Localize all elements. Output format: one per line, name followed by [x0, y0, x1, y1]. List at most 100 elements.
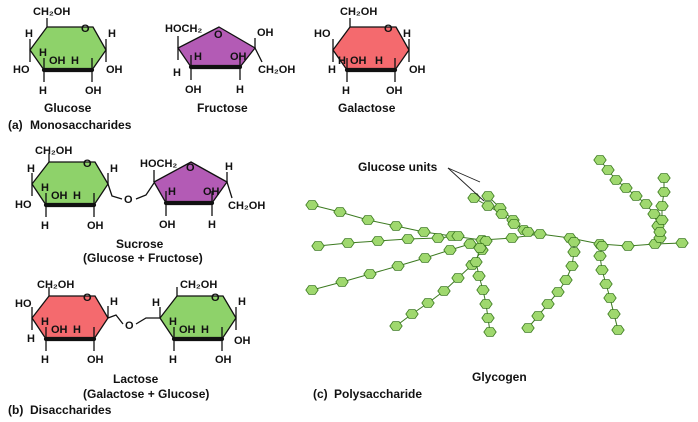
fructose-oh-label: OH — [185, 84, 202, 96]
glucose-unit-hexagon — [541, 299, 555, 309]
glucose-unit-hexagon — [421, 298, 435, 308]
glucose-unit-hexagon — [481, 201, 495, 211]
glucose-oh-label: OH — [49, 55, 66, 67]
glucose-unit-hexagon — [451, 231, 465, 241]
glucose-unit-hexagon — [311, 241, 325, 251]
glucose-unit-hexagon — [621, 241, 635, 251]
fructose-h-label: H — [173, 67, 181, 79]
lactose-molecule: CH₂OH O HO H H OH H H OH H O CH₂OH O H H… — [15, 279, 251, 401]
glucose-unit-hexagon — [655, 215, 669, 225]
lactose-h-label: H — [41, 354, 49, 366]
glucose-unit-hexagon — [595, 241, 609, 251]
lactose-ring-oxygen: O — [83, 292, 92, 304]
sucrose-h-label: H — [110, 163, 118, 175]
glucose-unit-hexagon — [521, 323, 535, 333]
galactose-h-label: H — [328, 64, 336, 76]
galactose-h-label: H — [375, 55, 383, 67]
lactose-ho-label: HO — [15, 298, 32, 310]
glucose-unit-hexagon — [655, 201, 669, 211]
glucose-unit-hexagon — [443, 245, 457, 255]
fructose-oh-label: OH — [257, 27, 274, 39]
glucose-unit-hexagon — [609, 175, 623, 185]
sucrose-oh-label: OH — [51, 190, 68, 202]
fructose-oh-label: OH — [230, 51, 247, 63]
lactose-ch2oh-label: CH₂OH — [180, 279, 217, 291]
glucose-unit-hexagon — [391, 261, 405, 271]
glucose-unit-hexagon — [437, 286, 451, 296]
glucose-h-label: H — [39, 85, 47, 97]
galactose-oh-label: OH — [350, 55, 367, 67]
glucose-unit-hexagon — [481, 191, 495, 201]
fructose-ch2oh-label: CH₂OH — [258, 64, 295, 76]
glucose-h-label: H — [39, 47, 47, 59]
glucose-h-label: H — [108, 28, 116, 40]
glucose-unit-hexagon — [418, 253, 432, 263]
galactose-name: Galactose — [338, 101, 396, 115]
glucose-unit-hexagon — [505, 233, 519, 243]
glucose-unit-hexagon — [467, 193, 481, 203]
glucose-unit-hexagon — [603, 293, 617, 303]
section-a-letter: (a) — [8, 118, 23, 132]
glycogen-name: Glycogen — [472, 370, 527, 384]
fructose-name: Fructose — [197, 101, 248, 115]
glucose-units-callout: Glucose units — [358, 160, 485, 202]
lactose-composition: (Galactose + Glucose) — [83, 387, 209, 401]
glucose-unit-hexagon — [305, 200, 319, 210]
sucrose-h-label: H — [208, 219, 216, 231]
glucose-unit-hexagon — [473, 243, 487, 253]
glucose-unit-hexagon — [341, 238, 355, 248]
sucrose-h-label: H — [41, 182, 49, 194]
galactose-oh-label: OH — [386, 85, 403, 97]
glucose-units-label: Glucose units — [358, 160, 438, 174]
lactose-h-label: H — [152, 297, 160, 309]
lactose-h-label: H — [27, 333, 35, 345]
glucose-unit-hexagon — [639, 199, 653, 209]
galactose-h-label: H — [403, 28, 411, 40]
glucose-unit-hexagon — [481, 313, 495, 323]
sucrose-ring-oxygen: O — [83, 158, 92, 170]
glucose-oh-label: OH — [106, 64, 123, 76]
section-b-letter: (b) — [8, 403, 23, 417]
glucose-unit-hexagon — [595, 265, 609, 275]
glucose-unit-hexagon — [593, 251, 607, 261]
glucose-unit-hexagon — [629, 191, 643, 201]
glucose-unit-hexagon — [479, 299, 493, 309]
glucose-unit-hexagon — [476, 285, 490, 295]
section-a-label: Monosaccharides — [30, 118, 132, 132]
glucose-unit-hexagon — [675, 238, 689, 248]
lactose-h-label: H — [169, 316, 177, 328]
galactose-ring-oxygen: O — [384, 23, 393, 35]
lactose-name: Lactose — [113, 372, 159, 386]
fructose-molecule: HOCH₂ O H H OH OH H OH CH₂OH Fructose — [165, 23, 295, 115]
glucose-unit-hexagon — [599, 279, 613, 289]
glucose-unit-hexagon — [657, 173, 671, 183]
glucose-oh-label: OH — [85, 85, 102, 97]
sucrose-oh-label: OH — [87, 220, 104, 232]
sucrose-h-label: H — [225, 161, 233, 173]
lactose-link-oxygen: O — [125, 320, 134, 332]
glucose-ho-label: HO — [13, 64, 30, 76]
sucrose-h-label: H — [73, 190, 81, 202]
lactose-oh-label: OH — [234, 335, 251, 347]
sucrose-composition: (Glucose + Fructose) — [83, 251, 203, 265]
galactose-h-label: H — [338, 55, 346, 67]
glucose-unit-hexagon — [333, 207, 347, 217]
lactose-h-label: H — [201, 324, 209, 336]
glucose-unit-hexagon — [567, 237, 581, 247]
fructose-h-label: H — [194, 51, 202, 63]
galactose-oh-label: OH — [409, 64, 426, 76]
galactose-ho-label: HO — [314, 28, 331, 40]
glucose-unit-hexagon — [431, 233, 445, 243]
lactose-h-label: H — [41, 316, 49, 328]
lactose-glucose-oxygen: O — [211, 292, 220, 304]
glucose-ring-oxygen: O — [81, 23, 90, 35]
sucrose-oh-label: OH — [159, 219, 176, 231]
sucrose-oh-label: OH — [203, 186, 220, 198]
glucose-unit-hexagon — [531, 311, 545, 321]
glucose-unit-hexagon — [653, 227, 667, 237]
glucose-unit-hexagon — [607, 309, 621, 319]
glucose-unit-hexagon — [507, 219, 521, 229]
glucose-unit-hexagon — [479, 236, 493, 246]
glucose-unit-hexagon — [305, 285, 319, 295]
sucrose-ch2oh-label: CH₂OH — [228, 200, 265, 212]
